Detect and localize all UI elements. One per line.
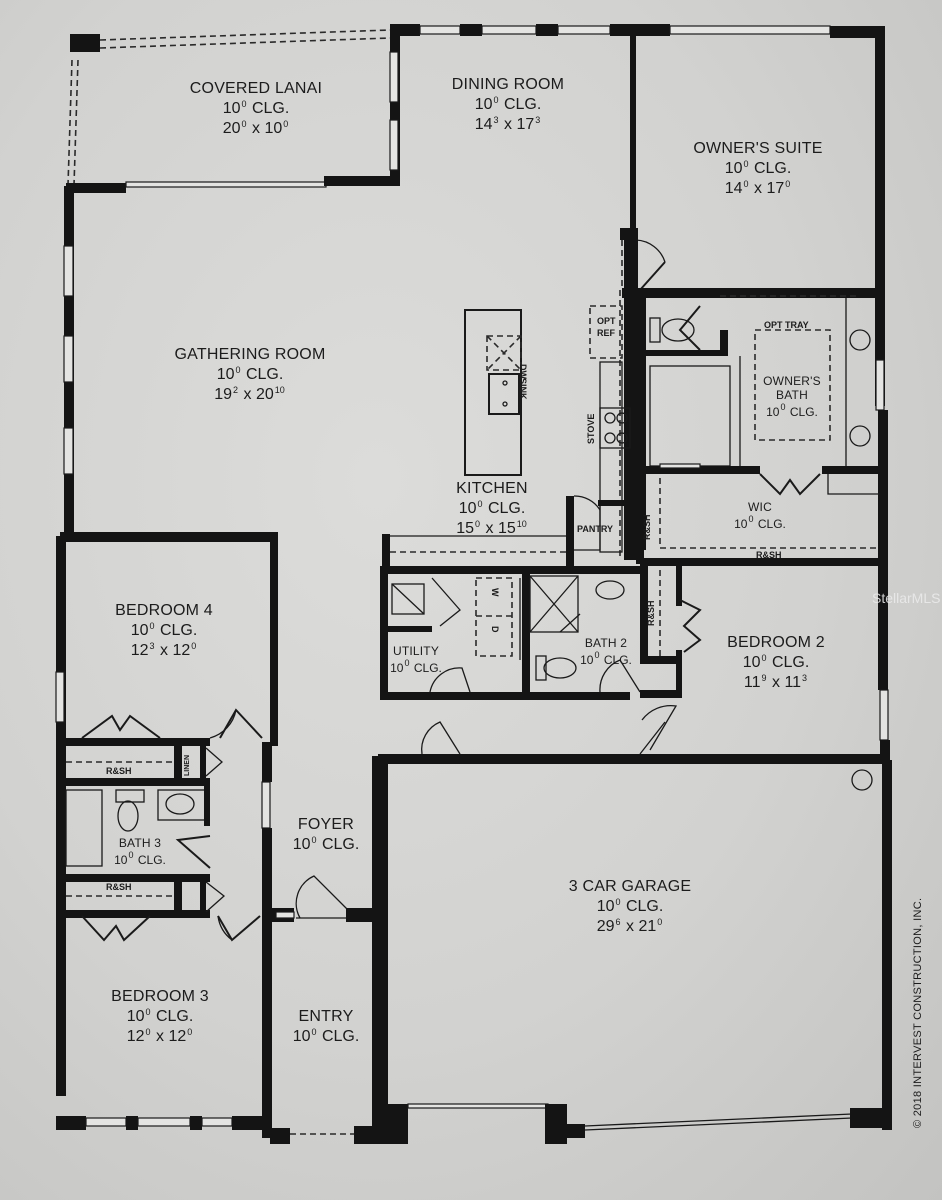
room-name: BEDROOM 3 <box>111 988 209 1005</box>
rsh-label-bedroom-4: R&SH <box>106 766 132 776</box>
room-owners-suite: OWNER'S SUITE 100 CLG. 140 x 170 <box>693 140 822 199</box>
room-name: GATHERING ROOM <box>174 346 326 363</box>
rsh-label-bedroom-3: R&SH <box>106 882 132 892</box>
room-3-car-garage: 3 CAR GARAGE 100 CLG. 296 x 210 <box>569 878 691 937</box>
room-name: OWNER'S <box>763 374 821 388</box>
room-dimensions: 120 x 120 <box>126 1026 193 1045</box>
room-ceiling: 100 CLG. <box>596 896 664 915</box>
room-bedroom-4: BEDROOM 4 100 CLG. 123 x 120 <box>115 602 213 661</box>
right-exterior-wall-upper <box>875 26 885 406</box>
room-dimensions: 123 x 120 <box>130 640 197 659</box>
opt-ref-label-line2: REF <box>597 328 615 338</box>
room-ceiling: 100 CLG. <box>292 834 360 853</box>
room-dimensions: 140 x 170 <box>724 178 791 197</box>
covered-lanai-outline <box>66 24 400 193</box>
room-ceiling: 100 CLG. <box>724 158 792 177</box>
stellar-mls-watermark: StellarMLS <box>872 590 941 606</box>
room-name-line2: BATH <box>776 388 808 403</box>
room-name: ENTRY <box>298 1008 354 1025</box>
room-dining-room: DINING ROOM 100 CLG. 143 x 173 <box>452 76 564 135</box>
room-bedroom-2: BEDROOM 2 100 CLG. 119 x 113 <box>727 634 825 693</box>
room-ceiling: 100 CLG. <box>114 850 166 868</box>
top-exterior-wall <box>390 24 880 38</box>
room-ceiling: 100 CLG. <box>458 498 526 517</box>
room-dimensions: 296 x 210 <box>596 916 663 935</box>
room-name: BATH 3 <box>118 836 162 850</box>
room-dimensions: 192 x 2010 <box>214 384 285 403</box>
room-gathering-room: GATHERING ROOM 100 CLG. 192 x 2010 <box>175 346 326 405</box>
room-bath-2: BATH 2 100 CLG. <box>580 636 632 667</box>
room-ceiling: 100 CLG. <box>742 652 810 671</box>
room-covered-lanai: COVERED LANAI 100 CLG. 200 x 100 <box>190 80 322 139</box>
room-name: OWNER'S SUITE <box>693 140 823 157</box>
garage-right-wall <box>882 760 892 1130</box>
opt-ref-label-line1: OPT <box>597 316 616 326</box>
room-ceiling: 100 CLG. <box>580 650 632 668</box>
room-name: KITCHEN <box>456 480 528 497</box>
washer-label: W <box>490 588 500 597</box>
room-name: BATH 2 <box>584 636 628 650</box>
rsh-label-wic-side: R&SH <box>642 514 652 540</box>
rsh-label-bedroom-2: R&SH <box>646 600 656 626</box>
stove-label: STOVE <box>586 413 596 444</box>
room-owners-bath: OWNER'S BATH 100 CLG. <box>763 374 821 419</box>
room-dimensions: 150 x 1510 <box>456 518 527 537</box>
room-name: BEDROOM 2 <box>727 634 825 651</box>
linen-label: LINEN <box>184 755 191 776</box>
room-name: COVERED LANAI <box>189 80 323 97</box>
room-name: 3 CAR GARAGE <box>568 878 692 895</box>
room-bath-3: BATH 3 100 CLG. <box>114 836 166 867</box>
room-name: UTILITY <box>392 644 440 658</box>
room-bedroom-3: BEDROOM 3 100 CLG. 120 x 120 <box>111 988 209 1047</box>
sink-label: SINK <box>518 378 528 400</box>
room-kitchen: KITCHEN 100 CLG. 150 x 1510 <box>456 480 528 539</box>
room-ceiling: 100 CLG. <box>216 364 284 383</box>
room-dimensions: 119 x 113 <box>743 672 808 691</box>
opt-tray-label: OPT TRAY <box>764 320 809 330</box>
dishwasher-label: DW <box>518 364 528 379</box>
room-foyer: FOYER 100 CLG. <box>293 816 360 855</box>
room-entry: ENTRY 100 CLG. <box>293 1008 360 1047</box>
room-ceiling: 100 CLG. <box>126 1006 194 1025</box>
room-name: DINING ROOM <box>451 76 565 93</box>
room-ceiling: 100 CLG. <box>222 98 290 117</box>
copyright-notice: © 2018 INTERVEST CONSTRUCTION, INC. <box>912 897 924 1128</box>
room-name: BEDROOM 4 <box>115 602 213 619</box>
kitchen-island <box>464 309 522 476</box>
room-ceiling: 100 CLG. <box>292 1026 360 1045</box>
room-utility: UTILITY 100 CLG. <box>390 644 442 675</box>
room-ceiling: 100 CLG. <box>474 94 542 113</box>
room-dimensions: 200 x 100 <box>222 118 289 137</box>
room-wic: WIC 100 CLG. <box>734 500 786 531</box>
room-name: FOYER <box>297 816 355 833</box>
room-name: WIC <box>748 500 772 514</box>
room-dimensions: 143 x 173 <box>474 114 541 133</box>
room-ceiling: 100 CLG. <box>734 514 786 532</box>
pantry-label: PANTRY <box>577 524 613 534</box>
room-ceiling: 100 CLG. <box>766 402 818 420</box>
dryer-label: D <box>490 626 500 633</box>
room-ceiling: 100 CLG. <box>390 658 442 676</box>
room-ceiling: 100 CLG. <box>130 620 198 639</box>
rsh-label-wic-bottom: R&SH <box>756 550 782 560</box>
